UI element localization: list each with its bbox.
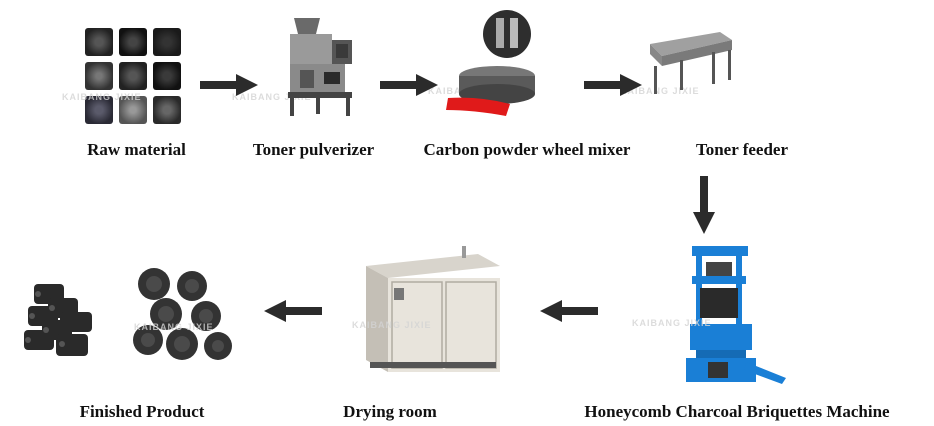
flow-arrow-left-icon [540, 300, 598, 322]
stage-label-finished-product: Finished Product [79, 402, 205, 421]
watermark: KAIBANG JIXIE [134, 322, 214, 332]
briquette-machine-image [686, 246, 786, 384]
watermark: KAIBANG JIXIE [620, 86, 700, 96]
watermark: KAIBANG JIXIE [352, 320, 432, 330]
flow-arrow-left-icon [264, 300, 322, 322]
stage-label-briquette-machine: Honeycomb Charcoal Briquettes Machine [584, 402, 890, 421]
flow-arrow-down-icon [693, 176, 715, 234]
stage-label-wheel-mixer: Carbon powder wheel mixer [423, 140, 631, 159]
stage-label-drying-room: Drying room [343, 402, 437, 421]
stage-label-raw-material: Raw material [87, 140, 186, 159]
pulverizer-image [288, 18, 352, 116]
raw-material-image [85, 22, 185, 127]
watermark: KAIBANG JIXIE [232, 92, 312, 102]
finished-product-image [24, 268, 232, 360]
flow-arrow-right-icon [380, 74, 438, 96]
watermark: KAIBANG JIXIE [62, 92, 142, 102]
wheel-mixer-image [446, 10, 535, 116]
stage-label-feeder: Toner feeder [695, 140, 789, 159]
watermark: KAIBANG JIXIE [632, 318, 712, 328]
flow-arrow-right-icon [200, 74, 258, 96]
flow-arrow-right-icon [584, 74, 642, 96]
feeder-image [650, 32, 732, 94]
drying-room-image [366, 246, 500, 372]
stage-label-pulverizer: Toner pulverizer [252, 140, 375, 159]
